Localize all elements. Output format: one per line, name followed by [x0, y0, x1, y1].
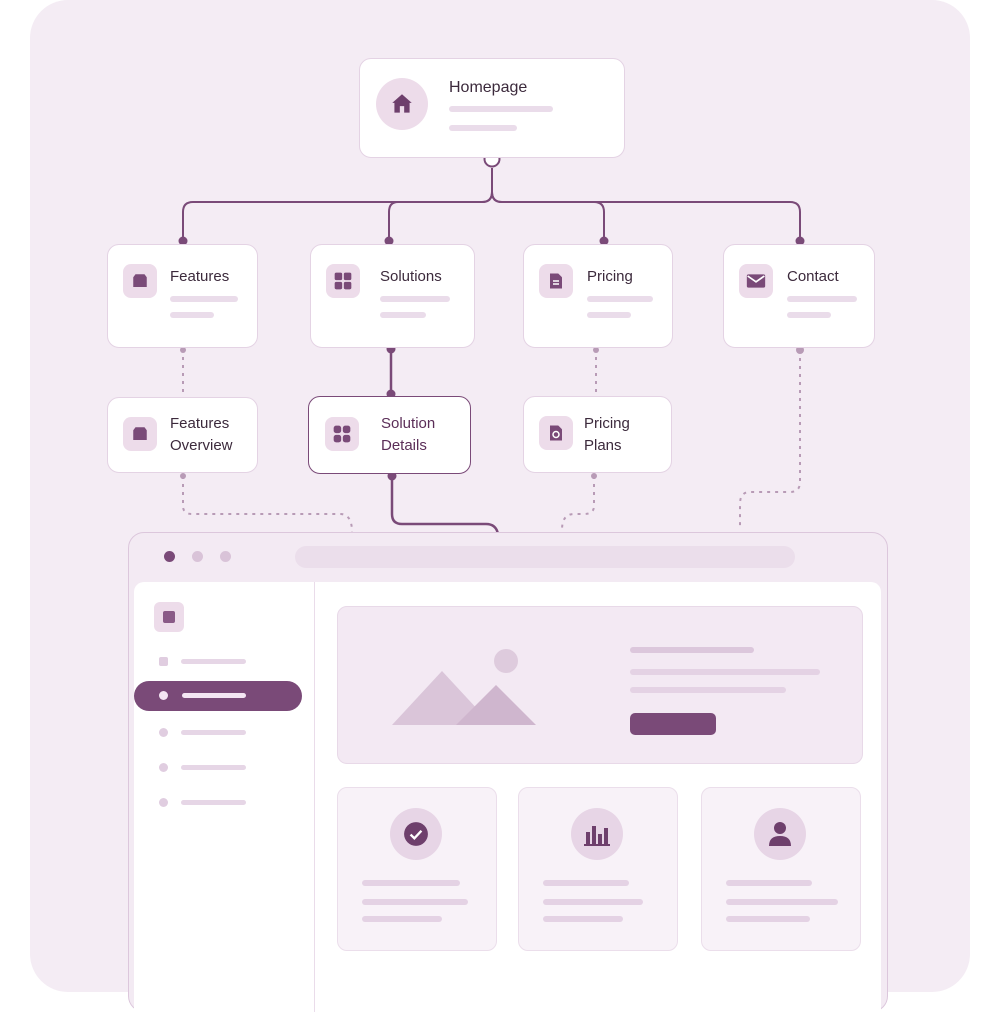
bar-chart-icon — [571, 808, 623, 860]
connector-home-features — [182, 191, 493, 241]
sidebar-item-4[interactable] — [134, 753, 304, 783]
mockup-main — [315, 582, 881, 1012]
home-icon — [376, 78, 428, 130]
node-pricing-label: Pricing — [587, 268, 633, 285]
sidebar-item-5[interactable] — [134, 788, 304, 818]
hero-cta-button[interactable] — [630, 713, 716, 735]
node-solutions-label: Solutions — [380, 268, 442, 285]
connector-overview-mockup — [182, 476, 353, 533]
connector-home-trunk — [388, 168, 493, 241]
window-dot-1[interactable] — [164, 551, 175, 562]
node-features[interactable]: Features — [107, 244, 258, 348]
grid-icon — [325, 417, 359, 451]
connector-contact-mockup — [739, 350, 801, 530]
node-homepage-label: Homepage — [449, 79, 528, 96]
sidebar-item-3[interactable] — [134, 718, 304, 748]
grid-icon — [326, 264, 360, 298]
document-icon — [539, 264, 573, 298]
check-circle-icon — [390, 808, 442, 860]
connector-plans-mockup — [561, 476, 595, 531]
box-icon — [123, 264, 157, 298]
feature-card-1[interactable] — [337, 787, 497, 951]
connector-home-pricing — [491, 191, 605, 241]
node-contact-label: Contact — [787, 268, 839, 285]
node-features-overview[interactable]: Features Overview — [107, 397, 258, 473]
browser-mockup — [128, 532, 888, 1012]
sidebar-item-active[interactable] — [134, 681, 302, 711]
connector-home-contact — [491, 191, 801, 241]
node-pricing-plans[interactable]: Pricing Plans — [523, 396, 672, 473]
hero-banner — [337, 606, 863, 764]
mockup-sidebar — [134, 582, 315, 1012]
document-sync-icon — [539, 416, 573, 450]
address-bar[interactable] — [295, 546, 795, 568]
sidebar-item-1[interactable] — [134, 647, 304, 677]
sidebar-logo — [154, 602, 184, 632]
image-placeholder-icon — [392, 649, 536, 725]
user-icon — [754, 808, 806, 860]
window-dot-2[interactable] — [192, 551, 203, 562]
node-contact[interactable]: Contact — [723, 244, 875, 348]
mail-icon — [739, 264, 773, 298]
node-features-label: Features — [170, 268, 230, 285]
window-dot-3[interactable] — [220, 551, 231, 562]
box-icon — [123, 417, 157, 451]
node-solution-details-label: Solution Details — [381, 415, 436, 454]
node-features-overview-label: Features Overview — [170, 415, 233, 454]
node-pricing-plans-label: Pricing Plans — [584, 415, 630, 454]
connector-details-mockup — [390, 476, 500, 535]
node-homepage[interactable]: Homepage — [359, 58, 625, 158]
node-solutions[interactable]: Solutions — [310, 244, 475, 348]
node-solution-details[interactable]: Solution Details — [308, 396, 471, 474]
node-pricing[interactable]: Pricing — [523, 244, 673, 348]
feature-card-3[interactable] — [701, 787, 861, 951]
feature-card-2[interactable] — [518, 787, 678, 951]
